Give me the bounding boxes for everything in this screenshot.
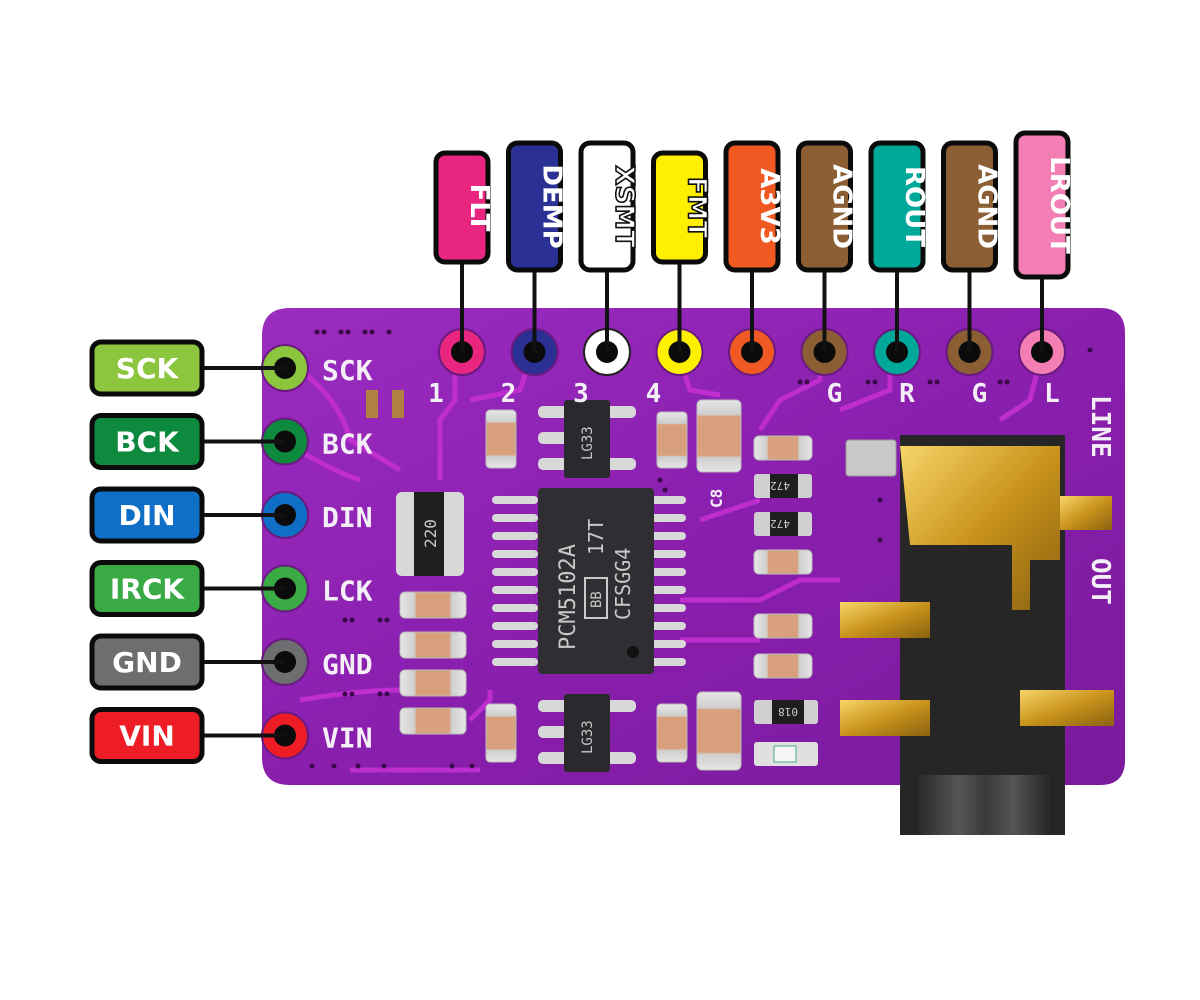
top-pin-agnd-8: AGND G — [941, 140, 1002, 409]
top-pin-a3v3-5: A3V3 — [723, 140, 784, 376]
pin-tag-label: SCK — [116, 352, 180, 385]
pin-silk-label: 3 — [573, 379, 589, 409]
top-pin-agnd-6: AGND G — [796, 140, 857, 409]
regulator-top: LG33 — [538, 400, 636, 478]
chip-pins-left — [492, 496, 538, 666]
chip-body — [538, 488, 654, 674]
pin-tag-label: GND — [112, 646, 182, 679]
pin-tag-label: A3V3 — [754, 168, 784, 244]
svg-text:LG33: LG33 — [580, 720, 596, 754]
pin-silk-label: VIN — [322, 722, 373, 755]
pin-tag — [1013, 130, 1071, 280]
pin-tag — [89, 339, 205, 397]
pin-tag-label: ROUT — [899, 166, 929, 247]
pin-silk-label: LCK — [322, 575, 373, 608]
pcb-traces — [288, 359, 1043, 773]
pin-tag — [651, 150, 708, 265]
left-pin-gnd: GND GND — [89, 633, 373, 691]
pin-silk-label: BCK — [322, 428, 373, 461]
pin-silk-label: L — [1044, 379, 1060, 409]
top-pin-flt-1: FLT 1 — [428, 150, 494, 409]
pin-tag — [89, 560, 205, 617]
audio-jack — [840, 435, 1114, 835]
smd-capacitors-left — [399, 591, 467, 735]
chip-label-line2: 17T — [584, 519, 608, 555]
pin-tag-label: AGND — [972, 164, 1002, 249]
jack-gold-tab-low — [840, 700, 930, 736]
pin-tag-label: VIN — [119, 720, 175, 753]
top-pin-lrout-9: LROUT L — [1013, 130, 1074, 409]
chip-pin1-dot — [627, 646, 639, 658]
pin-tag — [89, 486, 205, 544]
smd-capacitors-vertical — [485, 399, 742, 771]
resistor-c-label: 018 — [778, 705, 798, 718]
resistor-a-label: 472 — [770, 479, 790, 492]
pin-tag-label: BCK — [115, 426, 180, 459]
pin-tag — [506, 140, 563, 273]
pin-tag — [89, 707, 205, 764]
left-pin-sck: SCK SCK — [89, 339, 373, 397]
jack-silk-out: OUT — [1085, 558, 1115, 605]
pin-silk-label: 4 — [646, 379, 662, 409]
pin-silk-label: DIN — [322, 501, 373, 534]
pin-tag — [89, 633, 205, 691]
left-pin-din: DIN DIN — [89, 486, 373, 544]
left-pin-bck: BCK BCK — [89, 413, 373, 470]
jack-barrel — [918, 775, 1054, 835]
pin-silk-label: 2 — [501, 379, 517, 409]
jack-gold-tab-right — [1020, 690, 1114, 726]
svg-text:LG33: LG33 — [580, 426, 596, 460]
pcb-vias — [309, 329, 1093, 769]
chip-label-line1: PCM5102A — [556, 544, 581, 650]
left-pin-header: SCK SCK BCK BCK DIN DIN IRCK LCK GND GND VIN VIN — [89, 339, 373, 764]
pin-silk-label: G — [972, 379, 988, 409]
chip-label-line3: CFSGG4 — [611, 548, 635, 620]
bb-logo-box — [584, 577, 608, 619]
jumper-pads — [366, 390, 404, 418]
pin-silk-label: SCK — [322, 354, 373, 387]
cap-silk-label: C8 — [707, 489, 726, 508]
resistor-array: 220 — [396, 492, 464, 576]
chip-pins-right — [650, 496, 686, 666]
pin-tag-label: XSMT — [609, 165, 639, 248]
left-pin-irck: IRCK LCK — [89, 560, 373, 617]
pin-tag — [723, 140, 781, 273]
pin-silk-label: 1 — [428, 379, 444, 409]
regulator-bottom: LG33 — [538, 694, 636, 772]
smd-components-right — [753, 435, 818, 766]
jack-silk-line: LINE — [1085, 395, 1115, 458]
top-pin-xsmt-3: XSMT 3 — [573, 140, 640, 409]
pin-tag-label: LROUT — [1044, 156, 1074, 254]
pin-tag — [796, 140, 853, 273]
pin-tag-label: DEMP — [537, 164, 567, 248]
pin-tag — [89, 413, 205, 470]
pin-tag — [433, 150, 491, 265]
resistor-b-label: 472 — [770, 517, 790, 530]
bb-logo: BB — [589, 591, 605, 608]
pin-tag — [941, 140, 998, 273]
pin-silk-label: R — [899, 379, 915, 409]
pin-tag-label: FLT — [464, 184, 494, 232]
pin-silk-label: GND — [322, 648, 373, 681]
top-pin-rout-7: ROUT R — [868, 140, 929, 409]
jack-gold-tab-top — [900, 446, 1060, 610]
pin-silk-label: G — [827, 379, 843, 409]
pin-tag-label: DIN — [118, 499, 175, 532]
main-dac-chip: PCM5102A 17T CFSGG4 BB — [492, 488, 686, 674]
top-pin-fmt-4: FMT 4 — [646, 150, 712, 409]
top-pin-demp-2: DEMP 2 — [501, 140, 567, 409]
pin-tag — [578, 140, 636, 273]
pin-tag-label: IRCK — [110, 573, 186, 606]
jack-gold-tab-mid — [840, 602, 930, 638]
left-pin-vin: VIN VIN — [89, 707, 373, 764]
pin-tag-label: FMT — [682, 177, 712, 239]
svg-text:220: 220 — [421, 519, 440, 548]
pin-tag-label: AGND — [827, 164, 857, 249]
pin-tag — [868, 140, 926, 273]
